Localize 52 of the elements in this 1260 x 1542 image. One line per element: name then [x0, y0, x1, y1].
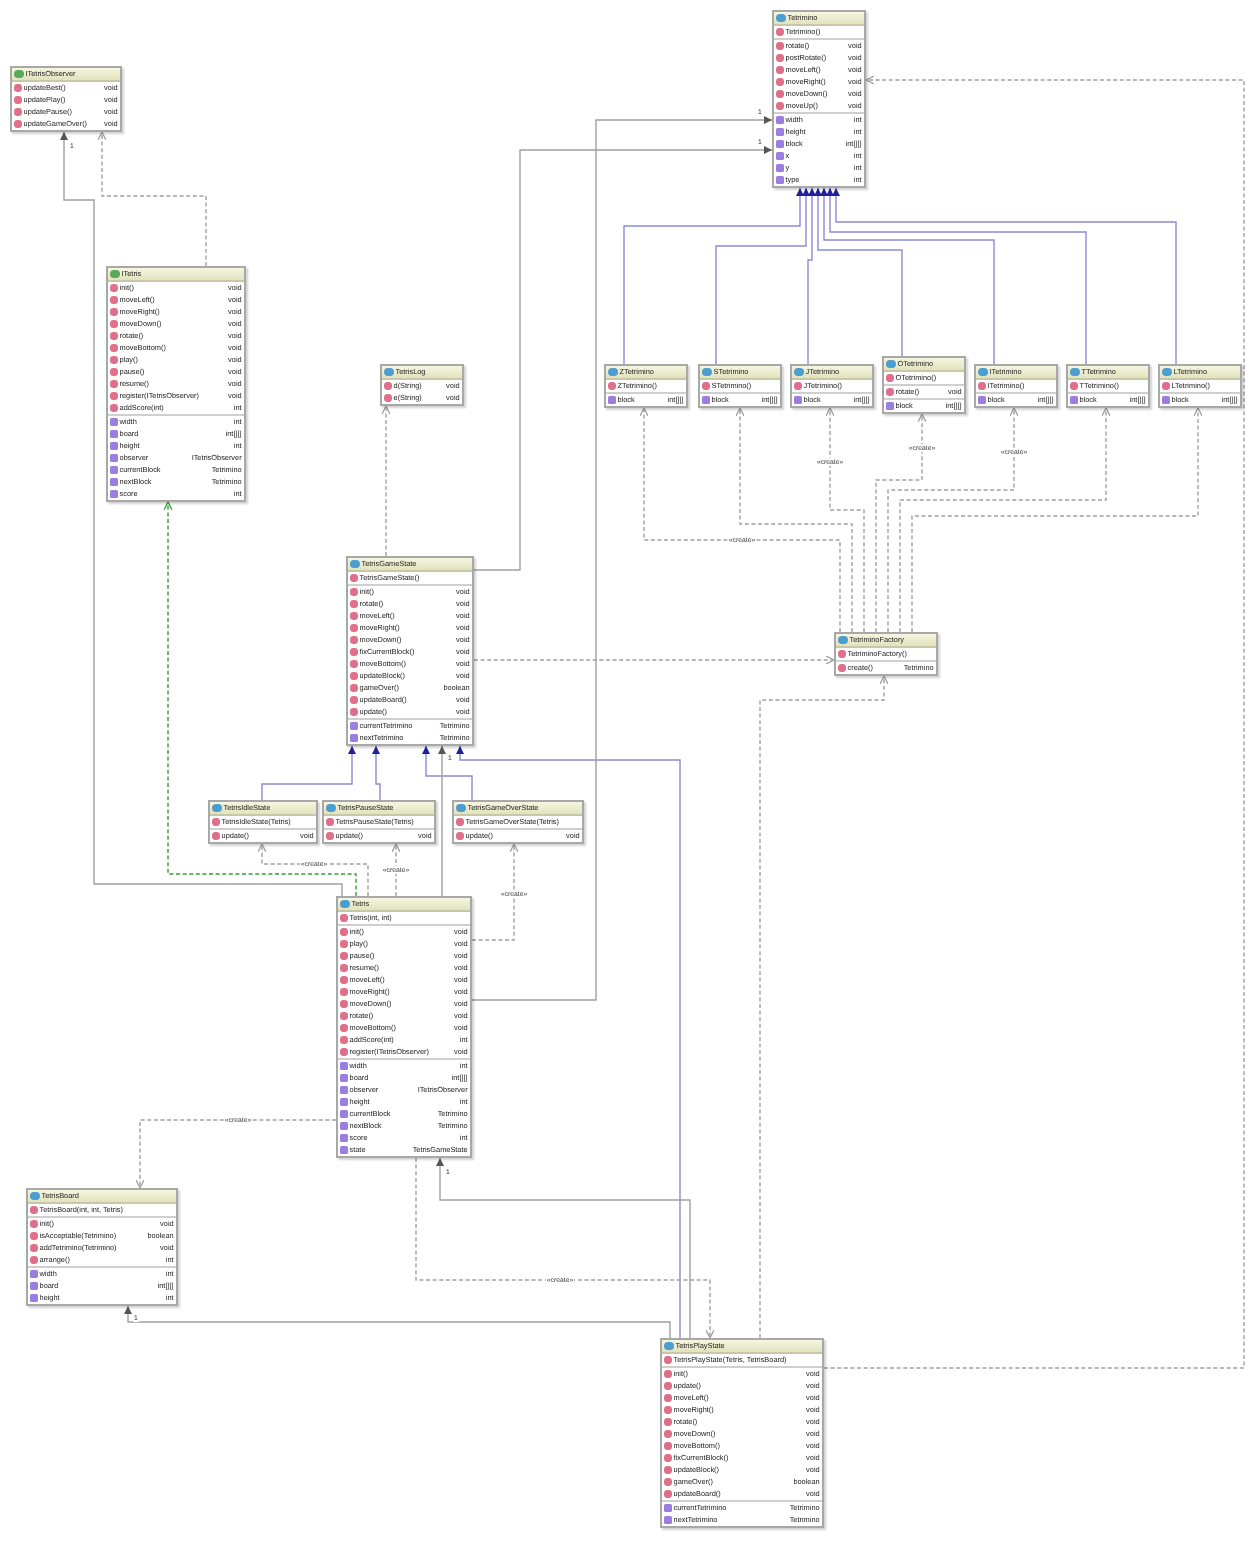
arrow: [471, 116, 773, 1001]
arrow: [899, 407, 1111, 633]
class-box: [336, 896, 472, 1158]
arrow: [825, 407, 865, 633]
class-box: [380, 364, 464, 406]
class-box: [208, 800, 318, 844]
class-box: [346, 556, 474, 746]
arrow: [456, 745, 681, 1339]
arrow: [422, 745, 473, 801]
class-box: [660, 1338, 824, 1528]
interface-box: [106, 266, 246, 502]
class-box: [790, 364, 874, 408]
class-box: [1158, 364, 1242, 408]
class-box: [1066, 364, 1150, 408]
class-box: [772, 10, 866, 188]
arrow: [911, 407, 1203, 633]
class-box: [834, 632, 938, 676]
class-box: [26, 1188, 178, 1306]
class-box: [882, 356, 966, 414]
class-box: [698, 364, 782, 408]
arrow: [438, 745, 446, 897]
arrow: [257, 843, 369, 897]
arrow: [135, 1119, 337, 1189]
arrow: [391, 843, 401, 897]
arrow: [823, 75, 1245, 1369]
arrow: [875, 413, 927, 633]
arrow: [639, 407, 841, 633]
arrow: [163, 501, 357, 897]
arrow: [372, 745, 381, 801]
class-box: [604, 364, 688, 408]
class-box: [452, 800, 584, 844]
arrow: [473, 146, 773, 571]
arrow: [97, 131, 207, 267]
arrow: [887, 407, 1019, 633]
arrow: [807, 187, 816, 365]
arrow: [261, 745, 356, 801]
arrow: [623, 187, 804, 365]
arrow: [826, 187, 1087, 365]
arrow: [832, 187, 1177, 365]
arrow: [715, 187, 810, 365]
arrow: [759, 675, 889, 1339]
arrow: [381, 405, 391, 557]
arrow: [60, 131, 343, 897]
class-box: [974, 364, 1058, 408]
arrow: [473, 655, 835, 665]
arrow: [124, 1305, 671, 1339]
class-box: [322, 800, 436, 844]
arrow: [814, 187, 903, 357]
interface-box: [10, 66, 122, 132]
arrow: [735, 407, 853, 633]
arrow: [471, 843, 519, 941]
arrow: [820, 187, 995, 365]
